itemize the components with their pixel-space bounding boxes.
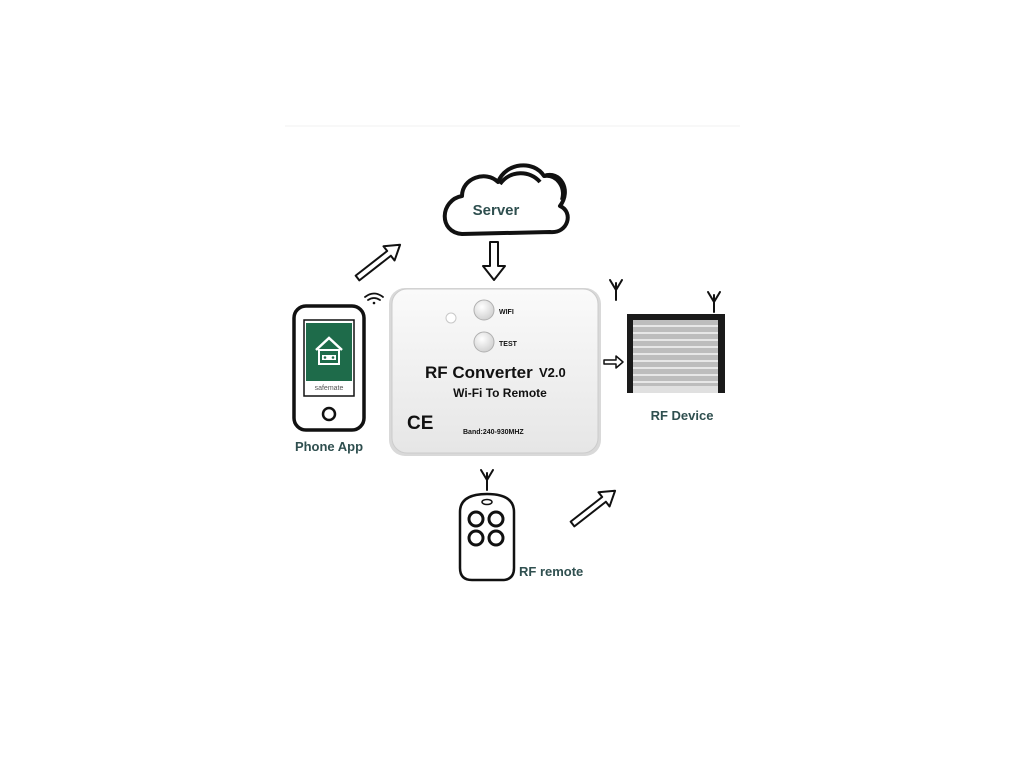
antenna-icon: [480, 469, 494, 491]
ce-mark: CE: [407, 413, 433, 434]
led-indicator: [445, 312, 457, 324]
arrow-phone-to-server: [354, 243, 402, 282]
rf-device-shutter-icon: [627, 314, 725, 393]
antenna-icon: [707, 291, 721, 313]
test-button: [473, 331, 495, 353]
rf-remote-label: RF remote: [519, 564, 583, 579]
converter-band: Band:240-930MHZ: [463, 429, 524, 436]
rf-device-label: RF Device: [651, 408, 714, 423]
antenna-icon: [609, 279, 623, 301]
converter-subtitle: Wi-Fi To Remote: [453, 386, 547, 400]
arrow-server-to-converter: [482, 241, 506, 281]
phone-icon: [292, 304, 366, 432]
server-label: Server: [473, 202, 520, 219]
arrow-converter-to-device: [603, 355, 624, 369]
phone-app-name: safemate: [315, 385, 344, 392]
wifi-button: [473, 299, 495, 321]
wifi-button-label: WIFI: [499, 309, 514, 316]
test-button-label: TEST: [499, 341, 518, 348]
rf-converter-box: [389, 288, 601, 456]
server-cloud-icon: [442, 163, 570, 236]
converter-title: RF Converter: [425, 363, 533, 382]
phone-app-label: Phone App: [295, 439, 363, 454]
converter-version: V2.0: [539, 365, 566, 380]
rf-remote-icon: [458, 492, 516, 582]
arrow-remote-to-device: [569, 489, 617, 528]
wifi-icon: [364, 292, 384, 305]
